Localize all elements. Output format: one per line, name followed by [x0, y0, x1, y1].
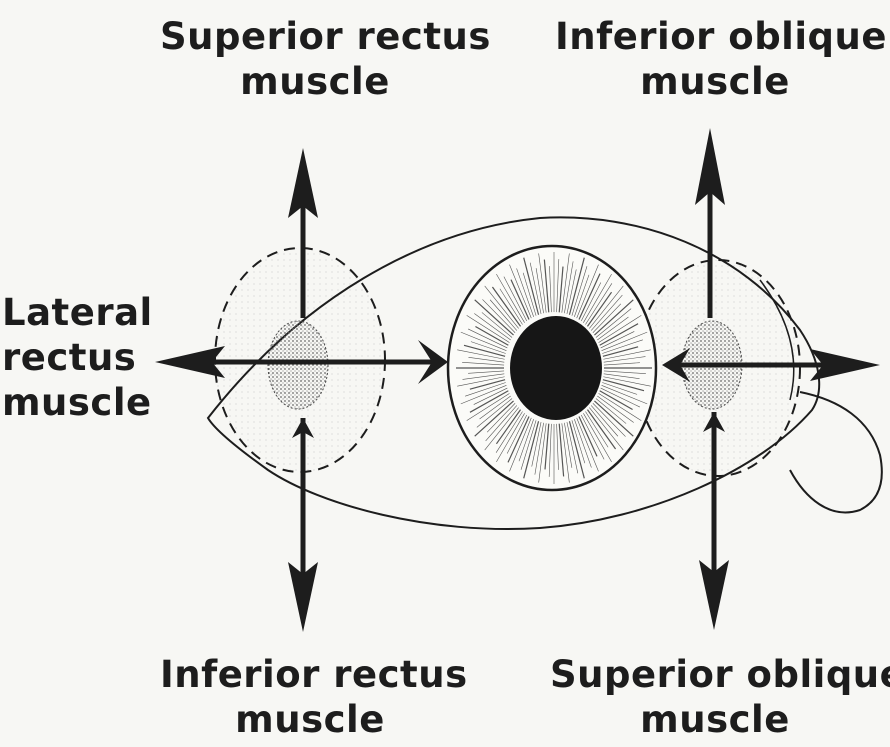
- inferior-oblique-label-line1: Inferior oblique: [555, 14, 875, 59]
- pupil: [510, 316, 602, 420]
- inferior-rectus-label-line2: muscle: [160, 697, 460, 742]
- superior-oblique-label: Superior oblique muscle: [550, 652, 880, 742]
- lateral-rectus-label-line2: rectus: [2, 335, 172, 380]
- superior-rectus-label-line1: Superior rectus: [160, 14, 470, 59]
- lateral-attachment-spot: [268, 321, 328, 409]
- superior-rectus-label: Superior rectus muscle: [160, 14, 470, 104]
- lateral-rectus-label-line1: Lateral: [2, 290, 172, 335]
- lateral-rectus-label: Lateral rectus muscle: [2, 290, 172, 425]
- optic-nerve-outline: [790, 392, 882, 512]
- inferior-oblique-label: Inferior oblique muscle: [555, 14, 875, 104]
- lateral-rectus-label-line3: muscle: [2, 380, 172, 425]
- inferior-rectus-label: Inferior rectus muscle: [160, 652, 460, 742]
- superior-oblique-label-line2: muscle: [550, 697, 880, 742]
- superior-rectus-label-line2: muscle: [160, 59, 470, 104]
- inferior-rectus-label-line1: Inferior rectus: [160, 652, 460, 697]
- superior-oblique-label-line1: Superior oblique: [550, 652, 880, 697]
- inferior-oblique-label-line2: muscle: [555, 59, 875, 104]
